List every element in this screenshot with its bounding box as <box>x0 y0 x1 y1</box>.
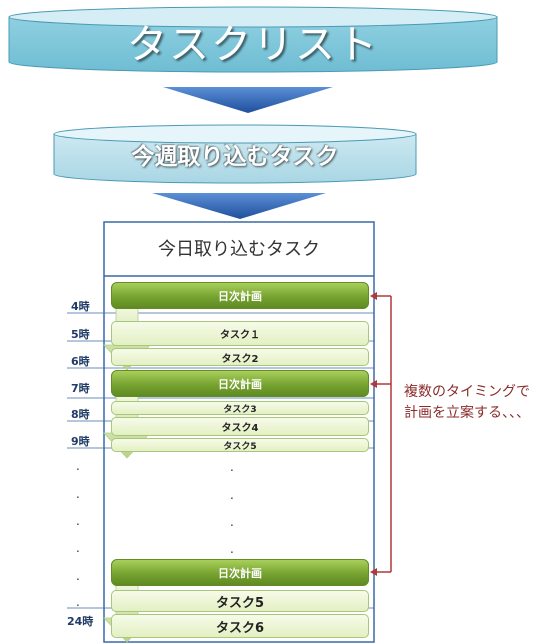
ellipsis-left: . <box>76 487 80 501</box>
ellipsis-center: . <box>230 542 234 556</box>
task-bar: タスク2 <box>111 348 369 366</box>
planning-note-line-2: 計画を立案する、、、 <box>404 405 530 421</box>
task-bar: タスク4 <box>111 417 369 436</box>
time-label-9: 9時 <box>71 435 90 448</box>
daily-plan-bar: 日次計画 <box>111 559 369 586</box>
ellipsis-center: . <box>230 488 234 502</box>
task-bar: タスク6 <box>111 614 369 638</box>
time-label-7: 7時 <box>71 382 90 395</box>
time-label-6: 6時 <box>71 355 90 368</box>
ellipsis-left: . <box>76 459 80 473</box>
time-label-5: 5時 <box>71 328 90 341</box>
daily-plan-bar: 日次計画 <box>111 282 369 309</box>
task-bar: タスク１ <box>111 321 369 346</box>
bracket-connector <box>370 292 392 576</box>
ellipsis-left: . <box>76 541 80 555</box>
task-list-cylinder <box>8 6 498 73</box>
task-list-title: タスクリスト <box>127 22 379 68</box>
task-bar: タスク5 <box>111 438 369 452</box>
down-arrow-1 <box>163 87 333 113</box>
ellipsis-center: . <box>230 460 234 474</box>
ellipsis-left: . <box>76 595 80 609</box>
down-arrow-2 <box>152 193 326 219</box>
ellipsis-left: . <box>76 514 80 528</box>
weekly-tasks-title: 今週取り込むタスク <box>131 144 339 170</box>
time-label-8: 8時 <box>71 408 90 421</box>
task-bar: タスク5 <box>111 590 369 612</box>
time-label-4: 4時 <box>71 300 90 313</box>
time-label-24: 24時 <box>67 615 94 628</box>
weekly-cylinder <box>53 124 417 184</box>
task-bar: タスク3 <box>111 401 369 415</box>
planning-note: 複数のタイミングで 計画を立案する、、、 <box>404 382 549 424</box>
planning-note-line-1: 複数のタイミングで <box>404 384 530 400</box>
ellipsis-left: . <box>76 569 80 583</box>
ellipsis-center: . <box>230 515 234 529</box>
today-tasks-title: 今日取り込むタスク <box>158 239 320 260</box>
daily-plan-bar: 日次計画 <box>111 370 369 397</box>
